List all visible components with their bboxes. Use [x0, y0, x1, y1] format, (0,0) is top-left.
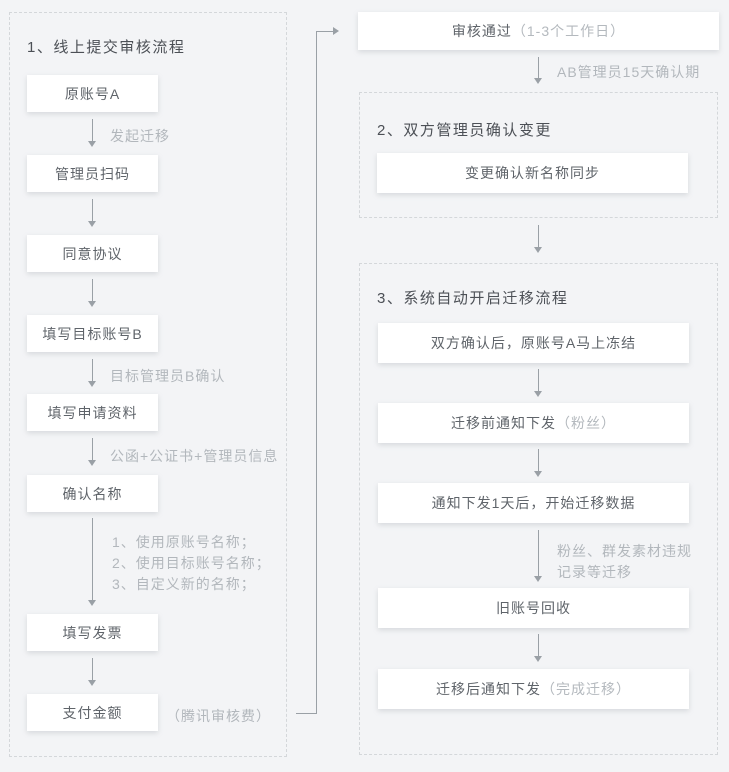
connector-segment: [296, 713, 317, 714]
arrow-down-icon: [87, 199, 98, 227]
label-name-options: 1、使用原账号名称； 2、使用目标账号名称； 3、自定义新的名称；: [112, 532, 271, 595]
label-tencent-fee: （腾讯审核费）: [166, 708, 271, 724]
step-admin-scan: 管理员扫码: [27, 155, 158, 192]
step-notify-after-migration: 迁移后通知下发（完成迁移）: [378, 669, 689, 709]
step-original-account: 原账号A: [27, 75, 158, 112]
arrow-down-icon: [533, 369, 544, 397]
connector-segment: [316, 31, 317, 714]
section-1-title: 1、线上提交审核流程: [27, 39, 186, 56]
section-1-panel: [9, 12, 287, 757]
step-text: 迁移后通知下发: [436, 681, 541, 697]
arrow-down-icon: [87, 279, 98, 307]
arrow-down-icon: [87, 438, 98, 466]
arrow-down-icon: [533, 634, 544, 662]
arrow-down-icon: [87, 119, 98, 147]
arrow-down-icon: [87, 518, 98, 606]
label-documents: 公函+公证书+管理员信息: [110, 448, 279, 464]
arrow-down-icon: [533, 530, 544, 582]
label-migrate-items-line2: 记录等迁移: [557, 564, 632, 580]
label-initiate-migration: 发起迁移: [110, 128, 170, 144]
section-3-title: 3、系统自动开启迁移流程: [377, 290, 569, 307]
arrow-down-icon: [533, 57, 544, 84]
arrow-down-icon: [533, 225, 544, 253]
arrow-down-icon: [87, 359, 98, 387]
step-note: （完成迁移）: [541, 681, 631, 697]
step-account-frozen: 双方确认后，原账号A马上冻结: [378, 323, 689, 363]
label-confirm-period: AB管理员15天确认期: [557, 64, 701, 80]
step-old-account-recycled: 旧账号回收: [378, 588, 689, 628]
step-fill-application: 填写申请资料: [27, 394, 158, 431]
approval-main-text: 审核通过: [451, 23, 512, 39]
step-fill-invoice: 填写发票: [27, 614, 158, 651]
step-confirm-name: 确认名称: [27, 475, 158, 512]
step-text: 双方确认后，原账号A马上冻结: [430, 335, 637, 351]
step-change-confirm-sync: 变更确认新名称同步: [377, 153, 688, 193]
step-text: 旧账号回收: [496, 600, 571, 616]
step-approval-passed: 审核通过（1-3个工作日）: [358, 12, 719, 50]
step-fill-target-account: 填写目标账号B: [27, 315, 158, 352]
label-migrate-items-line1: 粉丝、群发素材违规: [557, 543, 692, 559]
label-target-admin-confirm: 目标管理员B确认: [110, 368, 226, 384]
label-name-option-2: 2、使用目标账号名称；: [112, 555, 271, 571]
step-text: 通知下发1天后，开始迁移数据: [431, 495, 636, 511]
step-text: 迁移前通知下发: [451, 415, 556, 431]
section-2-title: 2、双方管理员确认变更: [377, 122, 552, 139]
label-migrate-items: 粉丝、群发素材违规 记录等迁移: [557, 541, 692, 583]
label-name-option-1: 1、使用原账号名称；: [112, 534, 256, 550]
approval-note-text: （1-3个工作日）: [511, 23, 626, 39]
arrow-down-icon: [533, 449, 544, 477]
step-start-migration: 通知下发1天后，开始迁移数据: [378, 483, 689, 523]
step-note: （粉丝）: [556, 415, 616, 431]
connector-segment: [316, 31, 333, 32]
section-2-panel: [359, 92, 718, 218]
step-agree-protocol: 同意协议: [27, 235, 158, 272]
arrow-down-icon: [87, 658, 98, 686]
arrow-right-icon: [333, 27, 339, 35]
step-pay-amount: 支付金额: [27, 694, 158, 731]
label-name-option-3: 3、自定义新的名称；: [112, 576, 256, 592]
section-3-panel: [359, 263, 718, 755]
step-notify-before-migration: 迁移前通知下发（粉丝）: [378, 403, 689, 443]
